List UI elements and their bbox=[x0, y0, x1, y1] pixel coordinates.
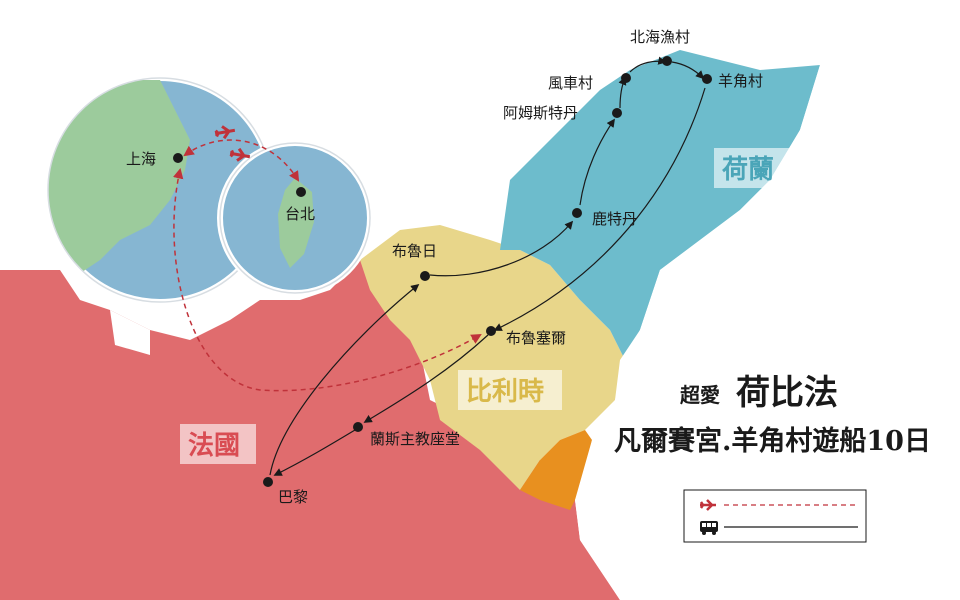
svg-text:荷蘭: 荷蘭 bbox=[722, 155, 774, 185]
svg-text:比利時: 比利時 bbox=[466, 377, 544, 407]
title-main: 荷比法 bbox=[736, 373, 838, 413]
bus-route-yangjiao-brussels bbox=[493, 87, 706, 331]
airplane-icon bbox=[229, 147, 251, 162]
city-label-fengche: 風車村 bbox=[548, 74, 593, 92]
city-dot-fengche bbox=[621, 73, 631, 83]
country-label-netherlands: 荷蘭 bbox=[714, 148, 790, 188]
city-dot-bruges bbox=[420, 271, 430, 281]
west-coast-island bbox=[110, 310, 150, 355]
city-dot-brussels bbox=[486, 326, 496, 336]
city-dot-paris bbox=[263, 477, 273, 487]
flight-route-shanghai-brussels bbox=[173, 167, 482, 392]
city-dot-yangjiao bbox=[702, 74, 712, 84]
country-label-france: 法國 bbox=[180, 424, 256, 464]
bus-route-bruges-delft bbox=[429, 220, 574, 277]
sea-region bbox=[575, 65, 960, 600]
bus-route-paris-bruges bbox=[269, 283, 420, 476]
country-label-belgium: 比利時 bbox=[458, 370, 562, 410]
map-title: 超愛 荷比法 凡爾賽宮.羊角村遊船10日 bbox=[614, 373, 931, 457]
svg-text:法國: 法國 bbox=[188, 431, 240, 461]
city-label-brussels: 布魯塞爾 bbox=[506, 329, 566, 347]
city-dot-reims bbox=[353, 422, 363, 432]
netherlands-region bbox=[500, 50, 820, 360]
city-label-amsterdam: 阿姆斯特丹 bbox=[503, 104, 578, 122]
airplane-icon bbox=[214, 125, 236, 140]
city-dot-delft bbox=[572, 208, 582, 218]
bus-icon bbox=[700, 521, 718, 535]
bus-route-delft-amsterdam bbox=[579, 118, 615, 206]
city-dot-shanghai bbox=[173, 153, 183, 163]
city-label-delft: 鹿特丹 bbox=[592, 210, 637, 228]
bus-route-beihai-yangjiao bbox=[671, 61, 705, 80]
bus-route-brussels-reims bbox=[363, 334, 489, 423]
city-label-shanghai: 上海 bbox=[126, 150, 156, 168]
city-label-reims: 蘭斯主教座堂 bbox=[370, 430, 460, 448]
city-label-beihai: 北海漁村 bbox=[630, 28, 690, 46]
bus-route-reims-paris bbox=[273, 429, 356, 476]
city-dot-beihai bbox=[662, 56, 672, 66]
title-subtitle: 凡爾賽宮.羊角村遊船10日 bbox=[614, 425, 931, 457]
legend bbox=[683, 489, 867, 543]
title-prefix: 超愛 bbox=[679, 383, 720, 407]
city-label-yangjiao: 羊角村 bbox=[718, 72, 763, 90]
germany-strip bbox=[520, 430, 592, 510]
city-label-taipei: 台北 bbox=[285, 205, 315, 223]
airplane-icon bbox=[699, 499, 716, 511]
france-region bbox=[0, 240, 620, 600]
city-dot-amsterdam bbox=[612, 108, 622, 118]
city-dot-taipei bbox=[296, 187, 306, 197]
city-label-bruges: 布魯日 bbox=[392, 242, 437, 260]
city-label-paris: 巴黎 bbox=[278, 488, 308, 506]
